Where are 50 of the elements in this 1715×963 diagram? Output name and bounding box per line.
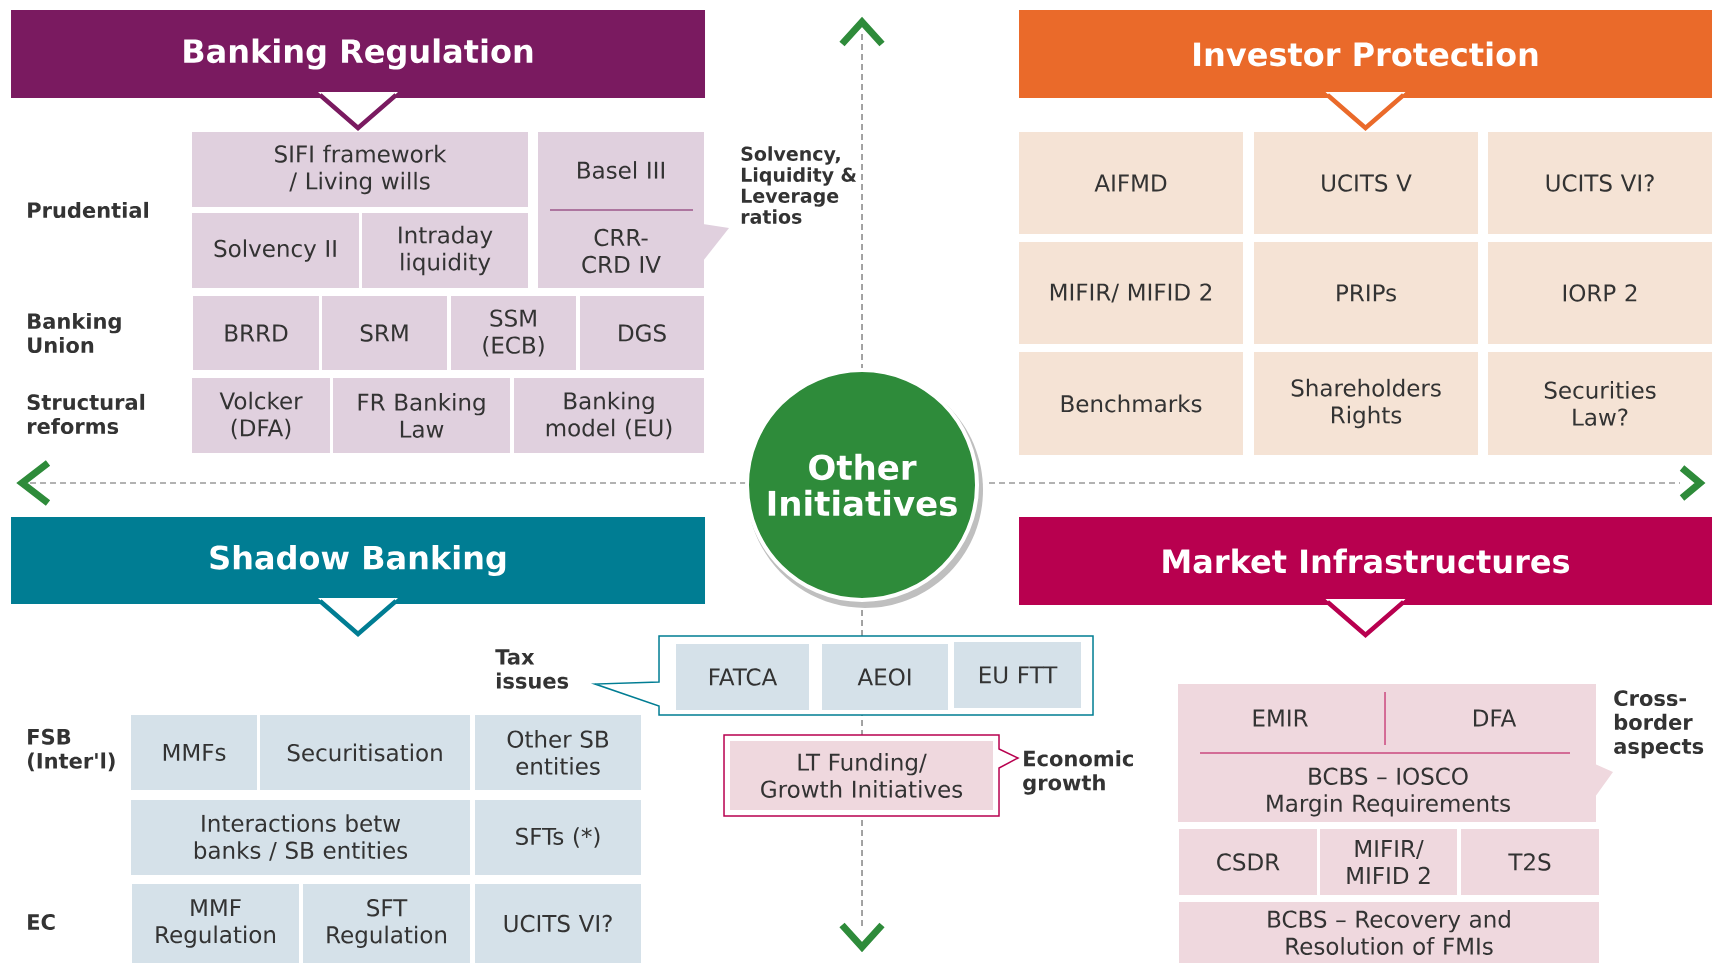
row-label: Structural reforms: [27, 393, 145, 435]
topic-box: SFTs (*): [475, 800, 641, 875]
section-banner: Investor Protection: [1019, 10, 1712, 131]
callout-label: Economic growth: [1023, 750, 1133, 795]
topic-box: Volcker (DFA): [192, 378, 330, 453]
callout-label: Solvency, Liquidity & Leverage ratios: [741, 146, 857, 224]
topic-box: SIFI framework / Living wills: [192, 132, 528, 207]
topic-box: MMFs: [131, 715, 257, 790]
topic-box: FR Banking Law: [333, 378, 510, 453]
topic-box: EU FTT: [954, 642, 1081, 708]
section-banner: Banking Regulation: [11, 10, 705, 131]
section-banner: Shadow Banking: [11, 517, 705, 637]
topic-box: Securities Law?: [1488, 352, 1712, 455]
topic-box: Banking model (EU): [514, 378, 704, 453]
topic-box: Basel III CRR-CRD IV: [538, 132, 729, 288]
topic-box: Shareholders Rights: [1254, 352, 1478, 455]
topic-box: Benchmarks: [1019, 352, 1243, 455]
topic-box: IORP 2: [1488, 242, 1712, 344]
callout-box: LT Funding/ Growth Initiatives: [723, 734, 1020, 817]
topic-box: T2S: [1461, 829, 1599, 895]
topic-box: CSDR: [1179, 829, 1317, 895]
callout-label: Tax issues: [495, 649, 569, 689]
topic-box: Solvency II: [192, 213, 359, 288]
topic-box: AIFMD: [1019, 132, 1243, 234]
topic-box: FATCA: [676, 644, 809, 710]
row-label: Prudential: [28, 201, 148, 219]
row-label: FSB (Inter'l): [28, 728, 115, 772]
topic-box: UCITS VI?: [475, 884, 641, 963]
topic-box: MIFIR/ MIFID 2: [1320, 829, 1457, 895]
topic-box: Securitisation: [260, 715, 470, 790]
topic-box: MIFIR/ MIFID 2: [1019, 242, 1243, 344]
section-banner: Market Infrastructures: [1019, 517, 1712, 638]
topic-box: SFT Regulation: [303, 884, 470, 963]
callout-label: Cross-border aspects: [1614, 690, 1704, 759]
topic-box: Other SB entities: [475, 715, 641, 790]
topic-box: EMIR DFA BCBS – IOSCO Margin Requirements: [1178, 684, 1613, 822]
topic-box: DGS: [580, 296, 704, 370]
topic-box: Intraday liquidity: [362, 213, 528, 288]
row-label: EC: [28, 914, 55, 930]
topic-box: SSM (ECB): [451, 296, 576, 370]
topic-box: AEOI: [822, 644, 948, 710]
topic-box: UCITS VI?: [1488, 132, 1712, 234]
topic-box: MMF Regulation: [132, 884, 299, 963]
topic-box: BCBS – Recovery and Resolution of FMIs: [1179, 902, 1599, 963]
topic-box: Interactions betw banks / SB entities: [131, 800, 470, 875]
topic-box: UCITS V: [1254, 132, 1478, 234]
topic-box: BRRD: [193, 296, 319, 370]
topic-box: PRIPs: [1254, 242, 1478, 344]
row-label: Banking Union: [28, 312, 121, 354]
topic-box: SRM: [322, 296, 447, 370]
